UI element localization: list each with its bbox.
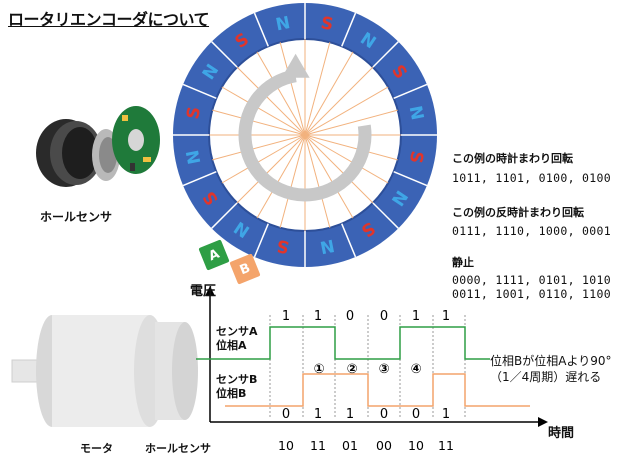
combined-code: 00 [376, 438, 392, 453]
phase-a-bit: 1 [314, 309, 322, 324]
phase-a-bit: 0 [346, 309, 354, 324]
spoke-line [212, 109, 306, 136]
spoke-line [304, 134, 389, 184]
phase-a-waveform [196, 326, 490, 360]
pole-label-n: N [274, 13, 292, 35]
phase-b-label-1: センサB [216, 373, 258, 386]
spoke-line [221, 134, 306, 184]
phase-b-label-2: 位相B [216, 387, 247, 400]
phase-b-waveform [225, 373, 530, 407]
pole-label-n: N [405, 104, 427, 122]
cw-sequence: 1011, 1101, 0100, 0100 [452, 171, 611, 185]
spoke-line [304, 134, 331, 228]
motor-illustration [11, 315, 198, 427]
delay-note-line-2: （1／4周期）遅れる [490, 370, 602, 384]
x-axis-label: 時間 [548, 426, 575, 441]
spoke-line [279, 134, 306, 228]
combined-code: 10 [278, 438, 294, 453]
ccw-sequence: 0111, 1110, 1000, 0001 [452, 224, 611, 238]
pole-label-s: S [275, 235, 291, 257]
phase-b-bit: 0 [282, 407, 290, 422]
spoke-line [236, 134, 306, 204]
phase-a-bit: 1 [442, 309, 450, 324]
ring-divider [372, 41, 399, 68]
spoke-line [304, 86, 389, 136]
combined-code: 11 [438, 438, 454, 453]
ring-divider [211, 202, 238, 229]
ring-divider [211, 41, 238, 68]
hall-sensor-illustration [36, 106, 160, 187]
motor-caption: モータ [80, 442, 113, 455]
spoke-line [304, 134, 354, 219]
ccw-heading: この例の反時計まわり回転 [452, 206, 584, 219]
step-marker: ④ [410, 362, 421, 377]
pole-label-s: S [405, 149, 427, 165]
ring-divider [341, 223, 357, 258]
phase-a-label-2: 位相A [216, 339, 247, 352]
delay-note-line-1: 位相Bが位相Aより90° [490, 354, 612, 368]
combined-code: 01 [342, 438, 358, 453]
spoke-line [256, 134, 306, 219]
pole-label-n: N [183, 148, 205, 166]
ring-divider [182, 83, 217, 99]
phase-a-bit: 1 [282, 309, 290, 324]
phase-b-bit: 1 [346, 407, 354, 422]
spoke-line [212, 134, 306, 161]
rotation-arrow [238, 69, 372, 202]
sensor-caption: ホールセンサ [145, 442, 211, 455]
stationary-line-2: 0011, 1001, 0110, 1100 [452, 287, 611, 301]
spoke-line [304, 134, 398, 161]
pole-label-s: S [183, 105, 205, 121]
phase-a-bit: 1 [412, 309, 420, 324]
spoke-line [304, 66, 374, 136]
ring-divider [253, 12, 269, 47]
phase-b-bit: 0 [380, 407, 388, 422]
ring-divider [372, 202, 399, 229]
phase-a-bit: 0 [380, 309, 388, 324]
spoke-line [221, 86, 306, 136]
ring-divider [393, 83, 428, 99]
phase-b-bit: 0 [412, 407, 420, 422]
spoke-line [304, 51, 354, 136]
hall-sensor-caption: ホールセンサ [40, 210, 113, 224]
ring-divider [253, 223, 269, 258]
spoke-line [304, 134, 374, 204]
stationary-heading: 静止 [452, 256, 474, 269]
ring-divider [393, 171, 428, 187]
page-title: ロータリエンコーダについて [8, 10, 210, 29]
step-marker: ① [313, 362, 324, 377]
spoke-line [304, 109, 398, 136]
spoke-line [279, 42, 306, 136]
rotation-arrow-head [281, 53, 310, 78]
spoke-line [256, 51, 306, 136]
spoke-line [304, 42, 331, 136]
y-axis-label: 電圧 [190, 284, 217, 299]
phase-b-bit: 1 [314, 407, 322, 422]
phase-a-label-1: センサA [216, 325, 258, 338]
pole-label-n: N [318, 235, 336, 257]
ring-divider [182, 171, 217, 187]
pole-label-s: S [319, 13, 335, 35]
x-axis-arrow [538, 417, 548, 427]
step-marker: ② [346, 362, 357, 377]
cw-heading: この例の時計まわり回転 [452, 152, 573, 165]
combined-code: 10 [408, 438, 424, 453]
ring-divider [341, 12, 357, 47]
y-axis-arrow [205, 286, 215, 296]
spoke-line [236, 66, 306, 136]
phase-b-bit: 1 [442, 407, 450, 422]
combined-code: 11 [310, 438, 326, 453]
stationary-line-1: 0000, 1111, 0101, 1010 [452, 273, 611, 287]
step-marker: ③ [378, 362, 389, 377]
